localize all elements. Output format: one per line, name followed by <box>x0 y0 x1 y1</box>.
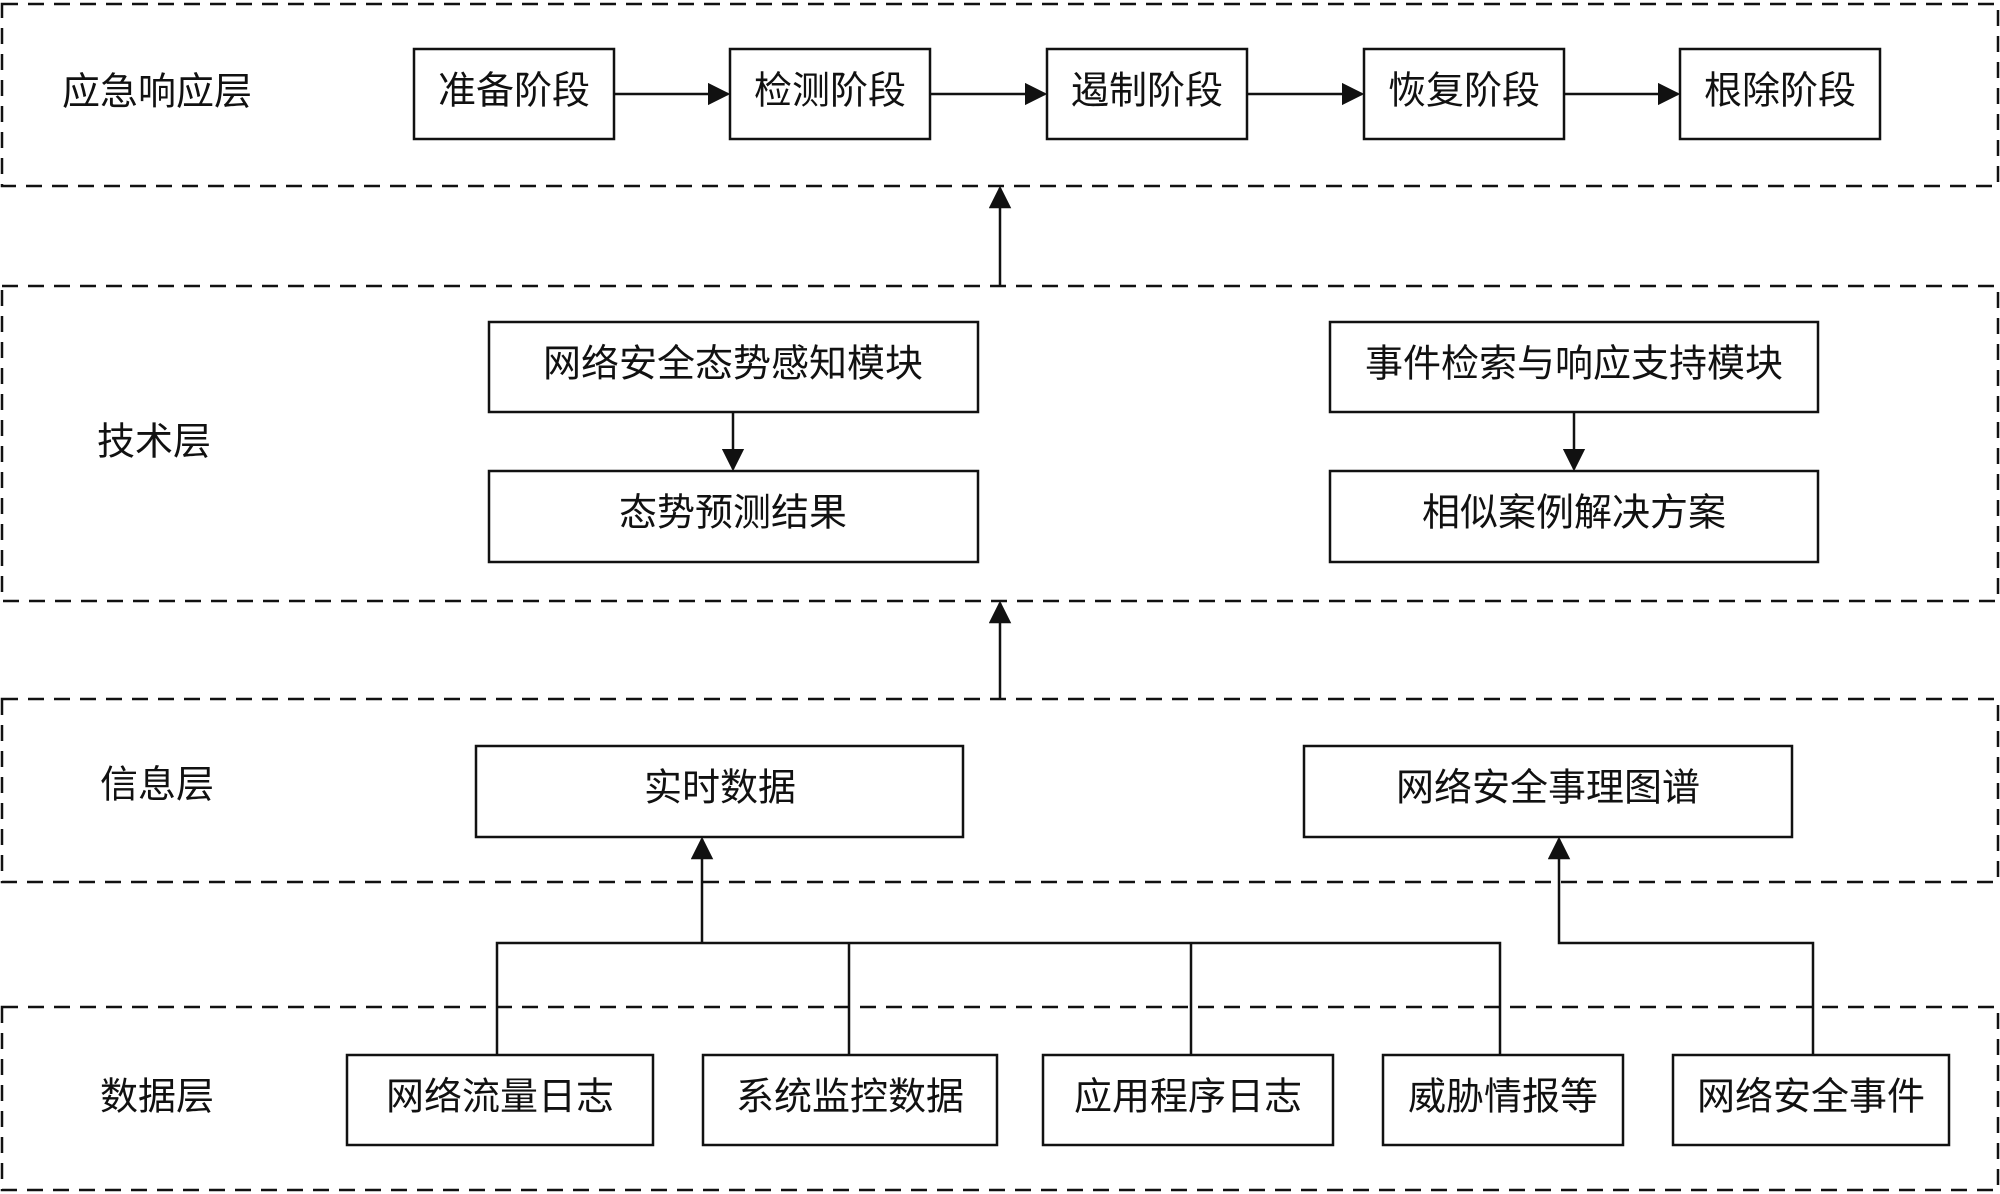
stage-prepare-label: 准备阶段 <box>438 69 590 113</box>
network-traffic-log-label: 网络流量日志 <box>386 1075 614 1119</box>
situation-prediction-result-box <box>487 469 980 564</box>
realtime-data-label: 实时数据 <box>644 766 796 810</box>
stage-eradicate-box <box>1678 47 1882 141</box>
realtime-data-box <box>474 744 965 839</box>
event-retrieval-module-label: 事件检索与响应支持模块 <box>1365 342 1783 386</box>
security-event-box <box>1671 1053 1951 1147</box>
situation-prediction-result-label: 态势预测结果 <box>619 491 847 535</box>
arrow-event-to-graph <box>1547 836 1815 1055</box>
system-monitoring-data-box <box>701 1053 999 1147</box>
event-retrieval-module-box <box>1328 320 1820 414</box>
similar-case-solution-box <box>1328 469 1820 564</box>
system-monitoring-data-label: 系统监控数据 <box>736 1075 964 1119</box>
security-event-label: 网络安全事件 <box>1697 1075 1925 1119</box>
stage-contain-label: 遏制阶段 <box>1071 69 1223 113</box>
stage-prepare-box <box>412 47 616 141</box>
application-log-box <box>1041 1053 1335 1147</box>
threat-intelligence-box <box>1381 1053 1625 1147</box>
stage-recover-box <box>1362 47 1566 141</box>
situation-awareness-module-box <box>487 320 980 414</box>
application-log-label: 应用程序日志 <box>1074 1075 1302 1119</box>
stage-eradicate-label: 根除阶段 <box>1704 69 1856 113</box>
response-layer-label: 应急响应层 <box>62 70 252 114</box>
stage-recover-label: 恢复阶段 <box>1388 69 1540 113</box>
data-layer-label: 数据层 <box>100 1075 214 1119</box>
information-layer-label: 信息层 <box>100 763 214 807</box>
threat-intelligence-label: 威胁情报等 <box>1408 1075 1598 1119</box>
stage-detect-label: 检测阶段 <box>754 69 906 113</box>
network-traffic-log-box <box>345 1053 655 1147</box>
similar-case-solution-label: 相似案例解决方案 <box>1422 491 1726 535</box>
technology-layer-label: 技术层 <box>97 420 211 464</box>
data-sources-bus <box>495 941 1502 1055</box>
event-logic-graph-label: 网络安全事理图谱 <box>1396 766 1700 810</box>
situation-awareness-module-label: 网络安全态势感知模块 <box>543 342 923 386</box>
data-layer-frame <box>0 1005 2000 1192</box>
